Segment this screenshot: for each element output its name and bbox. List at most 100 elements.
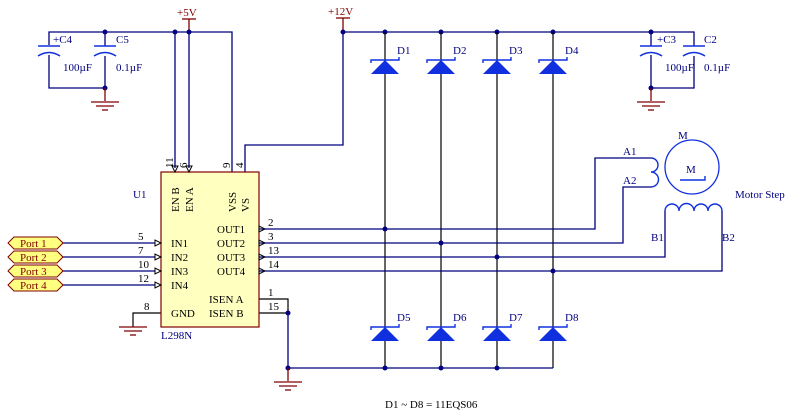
label: D8 xyxy=(565,312,579,324)
label: +C4 xyxy=(53,34,73,46)
diode-icon xyxy=(539,60,567,74)
label: 12 xyxy=(138,273,149,285)
capacitor-c4: +C4 100µF xyxy=(37,34,92,74)
label: 100µF xyxy=(665,62,694,74)
label: 3 xyxy=(268,231,274,243)
label: D3 xyxy=(509,45,523,57)
label: 4 xyxy=(234,162,246,168)
label: L298N xyxy=(161,330,192,342)
port-2: Port 2 xyxy=(7,250,64,264)
label: 100µF xyxy=(63,62,92,74)
label: IN3 xyxy=(171,266,189,278)
diode-d7: D7 xyxy=(482,229,523,368)
label: 0.1µF xyxy=(116,62,142,74)
label: VS xyxy=(240,198,252,212)
label: OUT3 xyxy=(217,252,246,264)
label: VSS xyxy=(227,192,239,212)
ground-icon xyxy=(119,326,147,336)
label: U1 xyxy=(133,189,146,201)
label: +12V xyxy=(328,6,353,18)
pin-vs: 4VS xyxy=(234,162,252,212)
label: M xyxy=(686,164,696,176)
label: D4 xyxy=(565,45,579,57)
label: IN1 xyxy=(171,238,188,250)
capacitor-c5: C5 0.1µF xyxy=(93,34,142,74)
port-3: Port 3 xyxy=(7,264,64,278)
power-5v: +5V xyxy=(177,7,197,32)
output-wires xyxy=(259,157,723,274)
label: D7 xyxy=(509,312,523,324)
diode-d8: D8 xyxy=(538,229,579,368)
label: D5 xyxy=(397,312,411,324)
label: A2 xyxy=(623,175,636,187)
label: 15 xyxy=(268,301,280,313)
pin-en-b: 11 EN B xyxy=(164,157,182,212)
label: D6 xyxy=(453,312,467,324)
label: 11 xyxy=(164,157,176,168)
diode-note: D1 ~ D8 = 11EQS06 xyxy=(385,399,478,411)
label: D2 xyxy=(453,45,466,57)
label: +C3 xyxy=(657,34,677,46)
label: 8 xyxy=(144,301,150,313)
diode-icon xyxy=(539,327,567,341)
label: 6 xyxy=(178,162,190,168)
diode-d5: D5 xyxy=(370,229,411,368)
label: 1 xyxy=(268,287,274,299)
wires-12v xyxy=(244,29,695,172)
label: B1 xyxy=(651,232,664,244)
label: 14 xyxy=(268,259,280,271)
label: EN A xyxy=(184,187,196,212)
label: A1 xyxy=(623,146,636,158)
diode-icon xyxy=(427,60,455,74)
coil-a-icon xyxy=(650,157,660,188)
diode-d2: D2 xyxy=(426,32,466,229)
port-1: Port 1 xyxy=(7,236,64,250)
label: D1 xyxy=(397,45,410,57)
stepper-motor: M M A1 A2 B1 B2 Motor Step xyxy=(623,130,785,244)
label: Port 4 xyxy=(20,280,47,292)
diode-d4: D4 xyxy=(538,32,579,229)
ground-icon xyxy=(274,368,302,391)
wires-ground xyxy=(119,298,553,391)
label: GND xyxy=(171,308,195,320)
label: OUT4 xyxy=(217,266,246,278)
diode-d1: D1 xyxy=(370,32,410,229)
diode-icon xyxy=(483,327,511,341)
label: M xyxy=(678,130,688,142)
label: IN2 xyxy=(171,252,188,264)
pin-en-a: 6 EN A xyxy=(178,162,196,212)
label: Motor Step xyxy=(735,189,785,201)
label: 5 xyxy=(138,231,144,243)
label: 13 xyxy=(268,245,280,257)
diode-icon xyxy=(371,60,399,74)
label: 9 xyxy=(221,162,233,168)
label: OUT2 xyxy=(217,238,245,250)
motor-icon xyxy=(664,139,720,195)
label: 10 xyxy=(138,259,150,271)
label: B2 xyxy=(722,232,735,244)
label: Port 2 xyxy=(20,252,47,264)
label: ISEN A xyxy=(209,294,244,306)
label: 7 xyxy=(138,245,144,257)
label: Port 3 xyxy=(20,266,47,278)
label: EN B xyxy=(170,187,182,212)
port-connectors: Port 1 Port 2 Port 3 Port 4 xyxy=(7,236,64,292)
power-12v: +12V xyxy=(328,6,353,32)
label: OUT1 xyxy=(217,224,245,236)
power-5v-label: +5V xyxy=(177,7,197,19)
label: C5 xyxy=(116,34,129,46)
ground-icon xyxy=(637,88,665,111)
diode-icon xyxy=(371,327,399,341)
label: C2 xyxy=(704,34,717,46)
